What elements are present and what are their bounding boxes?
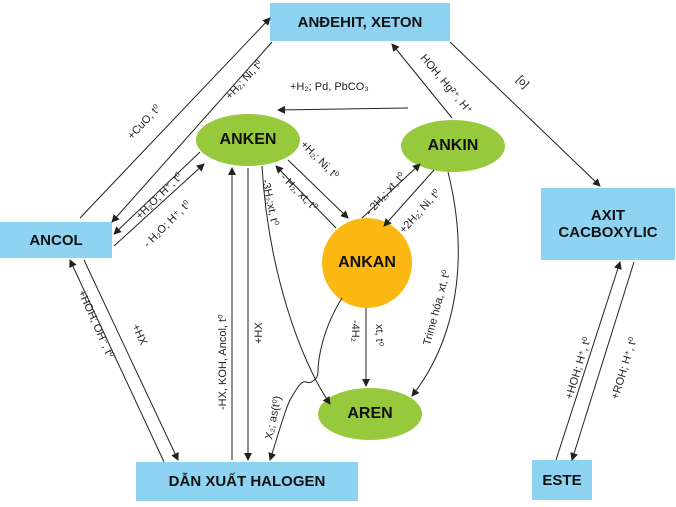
arrow-anken-to-aren	[261, 165, 331, 405]
arrow-ankin-to-ankan	[383, 169, 435, 227]
arrow-ancol-to-dx	[83, 259, 179, 461]
arrow-ancol-to-anken	[113, 163, 205, 247]
node-dan-xuat-halogen: DẪN XUẤT HALOGEN	[136, 462, 358, 501]
arrow-dx-to-ancol	[69, 259, 165, 463]
label-ankan-to-ankin: - 2H₂; xt, t⁰	[363, 170, 408, 218]
arrow-ancol-to-andehit	[79, 17, 271, 219]
label-ankan-to-aren-h2: -4H₂	[349, 320, 361, 342]
label-ankin-to-anken-pd: +H₂; Pd, PbCO₃	[290, 81, 369, 93]
label-ancol-to-dx: +HX	[129, 322, 149, 347]
arrow-ankan-to-dx	[268, 297, 343, 461]
label-dx-to-ancol: +HOH; OH⁻, t⁰	[75, 288, 116, 360]
node-andehit-xeton: ANĐEHIT, XETON	[270, 3, 450, 41]
axit-line2: CACBOXYLIC	[558, 224, 658, 241]
label-ankin-to-ankan: +2H₂; Ni, t⁰	[397, 187, 443, 236]
label-ankin-to-aren: Trime hóa, xt, t⁰	[421, 268, 453, 346]
label-anken-to-aren: -3H₂;xt, t⁰	[259, 178, 281, 227]
arrow-axit-to-este	[570, 261, 635, 461]
arrow-ankin-to-andehit	[391, 43, 453, 119]
axit-line1: AXIT	[590, 207, 626, 224]
label-ankan-to-dx: X₂; as(t⁰)	[263, 395, 284, 441]
label-ankan-to-anken: - H₂; xt, t⁰	[278, 172, 320, 214]
node-ankan: ANKAN	[322, 218, 412, 308]
arrow-ankin-to-aren	[411, 171, 459, 397]
label-dx-to-anken: -HX, KOH, Ancol, t⁰	[217, 314, 229, 410]
node-anken: ANKEN	[196, 114, 300, 166]
arrow-andehit-to-ancol	[111, 41, 273, 223]
label-andehit-to-axit: [o]	[514, 74, 531, 91]
arrow-ankan-to-ankin	[361, 163, 421, 219]
arrow-anken-to-ankan	[287, 159, 349, 219]
arrow-ankan-to-anken	[275, 165, 337, 229]
node-axit-cacboxylic: AXIT CACBOXYLIC	[541, 188, 675, 260]
node-este: ESTE	[532, 460, 592, 500]
label-axit-to-este: +ROH; H⁺, t⁰	[609, 335, 639, 401]
label-ankan-to-aren: xt, t⁰	[373, 324, 385, 347]
arrow-anken-to-ancol	[113, 151, 201, 235]
label-andehit-to-ancol: +H₂; Ni, t⁰	[223, 58, 265, 102]
node-aren: AREN	[318, 388, 422, 440]
node-ancol: ANCOL	[0, 222, 112, 258]
label-ankin-to-andehit: HOH, Hg²⁺, H⁺	[418, 52, 475, 117]
arrow-andehit-to-axit	[449, 41, 601, 187]
arrow-este-to-axit	[555, 261, 622, 461]
arrow-ankin-to-anken-pd	[277, 105, 409, 114]
label-anken-to-dx: +HX	[253, 322, 265, 344]
